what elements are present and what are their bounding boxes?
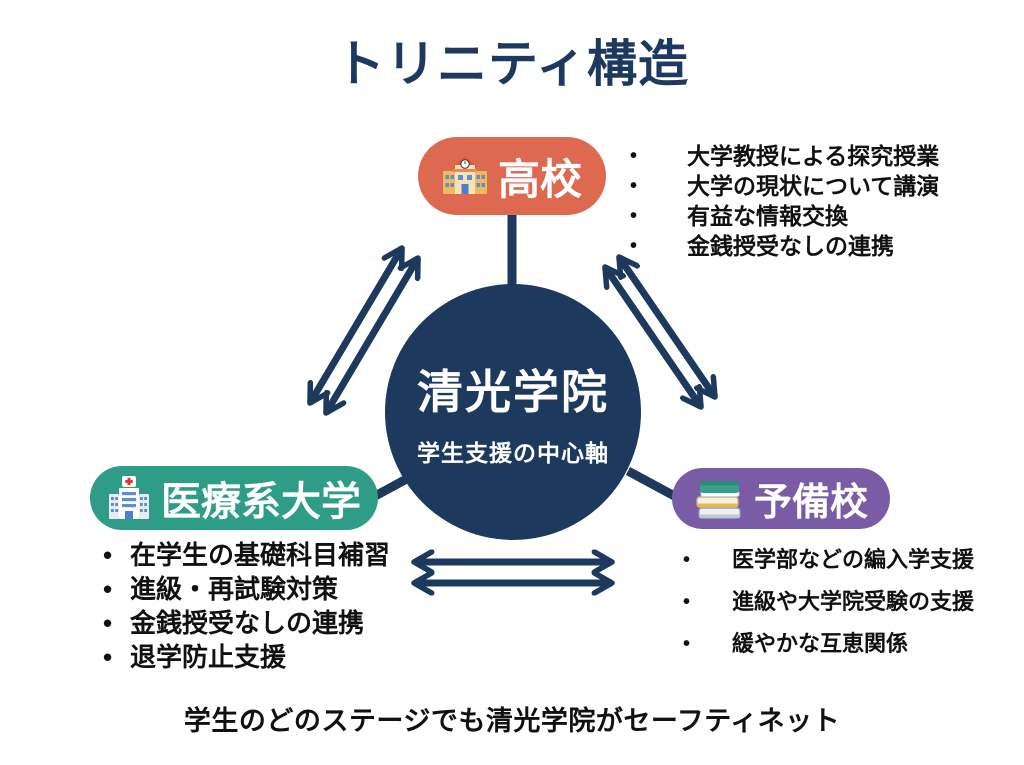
node-prep-school-label: 予備校 — [753, 482, 868, 524]
arrow-school-medical — [306, 248, 422, 413]
bottom-caption: 学生のどのステージでも清光学院がセーフティネット — [183, 706, 841, 736]
center-hub-subtitle: 学生支援の中心軸 — [417, 440, 609, 466]
list-item: 金銭授受なしの連携 — [630, 231, 1000, 261]
list-item: 有益な情報交換 — [630, 201, 1000, 231]
high-school-benefits-list: 大学教授による探究授業 大学の現状について講演 有益な情報交換 金銭授受なしの連… — [630, 141, 1000, 261]
node-high-school-label: 高校 — [497, 155, 582, 203]
node-prep-school: 予備校 — [672, 468, 890, 529]
list-item: 進級・再試験対策 — [103, 572, 423, 606]
center-hub: 清光学院 学生支援の中心軸 — [385, 284, 641, 540]
arrow-medical-prep — [414, 562, 612, 583]
prep-school-benefits-list: 医学部などの編入学支援 進級や大学院受験の支援 緩やかな互恵関係 — [683, 546, 1013, 672]
list-item: 大学教授による探究授業 — [630, 141, 1000, 171]
list-item: 在学生の基礎科目補習 — [103, 538, 423, 572]
books-stack-icon — [696, 480, 741, 519]
node-high-school: 高校 — [418, 137, 606, 215]
node-medical-university-label: 医療系大学 — [161, 480, 361, 524]
center-hub-name: 清光学院 — [417, 366, 609, 418]
page-title: トリニティ構造 — [335, 36, 689, 92]
arrow-school-prep — [602, 257, 718, 407]
list-item: 退学防止支援 — [103, 640, 423, 674]
node-medical-university: 医療系大学 — [90, 466, 378, 530]
medical-university-benefits-list: 在学生の基礎科目補習 進級・再試験対策 金銭授受なしの連携 退学防止支援 — [103, 538, 423, 674]
list-item: 緩やかな互恵関係 — [683, 630, 1013, 658]
list-item: 大学の現状について講演 — [630, 171, 1000, 201]
school-building-icon — [442, 156, 487, 194]
list-item: 金銭授受なしの連携 — [103, 606, 423, 640]
list-item: 医学部などの編入学支援 — [683, 546, 1013, 574]
list-item: 進級や大学院受験の支援 — [683, 588, 1013, 616]
connector-prep — [625, 467, 683, 503]
hospital-icon — [109, 476, 149, 519]
